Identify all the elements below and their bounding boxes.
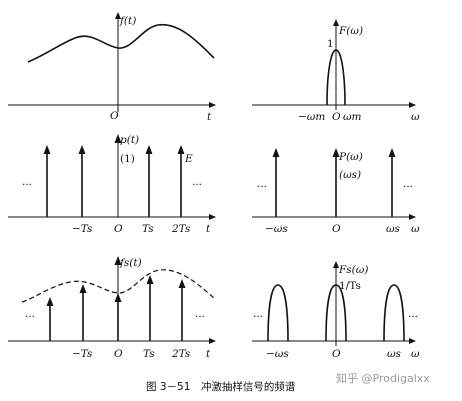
F-w-x-arrow: [409, 102, 416, 108]
watermark: 知乎 @Prodigalxx: [336, 371, 430, 385]
P-w-left-ellipsis: ···: [257, 181, 267, 193]
Fs-w-tick-neg-ws: −ωs: [266, 348, 289, 360]
f-t-signal-curve: [27, 23, 215, 63]
P-w-impulse-arrow: [332, 148, 340, 157]
p-t-x-arrow: [209, 214, 216, 220]
P-w-ylabel: P(ω): [338, 151, 363, 163]
fs-t-xlabel: t: [206, 348, 211, 360]
P-w-tick-ws: ωs: [386, 223, 401, 235]
p-t-ylabel: p(t): [120, 134, 139, 146]
Fs-w-lobe-center: [325, 284, 347, 342]
P-w-x-arrow: [409, 214, 416, 220]
fs-t-tick-2Ts: 2Ts: [171, 348, 191, 360]
fs-t-envelope-dashed: [21, 269, 215, 303]
F-w-tick-wm: ωm: [343, 111, 362, 123]
panel-f-t: f(t) O t: [8, 12, 216, 123]
P-w-impulse-arrow: [388, 148, 396, 157]
fs-t-x-arrow: [209, 338, 216, 344]
p-t-impulse-arrow: [78, 145, 86, 154]
p-t-impulse-arrow: [177, 145, 185, 154]
Fs-w-peak-label: 1/Ts: [339, 280, 361, 292]
F-w-xlabel: ω: [411, 111, 420, 123]
P-w-tick-neg-ws: −ωs: [265, 223, 288, 235]
F-w-y-arrow: [333, 19, 339, 26]
p-t-xlabel: t: [206, 223, 211, 235]
fs-t-impulse-arrow: [114, 293, 122, 302]
F-w-spectrum-lobe: [326, 49, 346, 106]
figure-caption: 图 3－51 冲激抽样信号的频谱: [146, 380, 296, 393]
p-t-amplitude: E: [184, 153, 193, 165]
Fs-w-left-ellipsis: ···: [253, 311, 263, 323]
p-t-tick-Ts: Ts: [142, 223, 154, 235]
Fs-w-ylabel: Fs(ω): [338, 264, 368, 276]
P-w-strength: (ωs): [339, 169, 361, 181]
panel-Fs-w: Fs(ω) 1/Ts ··· ··· −ωs O ωs ω: [252, 261, 420, 360]
panel-F-w: F(ω) 1 −ωm O ωm ω: [252, 19, 420, 123]
panel-p-t: p(t) (1) E ··· ··· −Ts O Ts 2Ts t: [8, 134, 216, 235]
Fs-w-lobe-right: [383, 284, 405, 342]
Fs-w-x-arrow: [409, 338, 416, 344]
Fs-w-tick-ws: ωs: [387, 348, 402, 360]
P-w-right-ellipsis: ···: [403, 181, 413, 193]
F-w-tick-neg-wm: −ωm: [298, 111, 325, 123]
f-t-y-arrow: [115, 12, 121, 19]
fs-t-impulse-arrow: [46, 297, 54, 306]
fs-t-impulse-arrow: [178, 279, 186, 288]
P-w-tick-origin: O: [332, 223, 341, 235]
fs-t-impulse-arrow: [146, 275, 154, 284]
Fs-w-right-ellipsis: ···: [408, 311, 418, 323]
fs-t-tick-neg-Ts: −Ts: [72, 348, 93, 360]
Fs-w-y-arrow: [333, 261, 339, 268]
panel-P-w: P(ω) (ωs) ··· ··· −ωs O ωs ω: [252, 148, 420, 235]
p-t-tick-neg-Ts: −Ts: [72, 223, 93, 235]
fs-t-tick-origin: O: [114, 348, 123, 360]
fs-t-y-arrow: [114, 256, 122, 265]
p-t-impulse-arrow: [43, 145, 51, 154]
fs-t-ylabel: fs(t): [119, 257, 142, 269]
f-t-origin: O: [110, 110, 119, 122]
p-t-right-ellipsis: ···: [192, 179, 202, 191]
Fs-w-tick-origin: O: [332, 348, 341, 360]
fs-t-tick-Ts: Ts: [143, 348, 155, 360]
fs-t-left-ellipsis: ···: [25, 311, 35, 323]
f-t-ylabel: f(t): [119, 15, 136, 27]
p-t-tick-2Ts: 2Ts: [171, 223, 191, 235]
Fs-w-xlabel: ω: [411, 348, 420, 360]
fs-t-right-ellipsis: ···: [195, 311, 205, 323]
f-t-xlabel: t: [207, 111, 212, 123]
panel-fs-t: fs(t) ··· ··· −Ts O Ts 2Ts t: [8, 256, 216, 360]
P-w-impulse-arrow: [272, 148, 280, 157]
Fs-w-lobe-left: [267, 284, 289, 342]
p-t-strength: (1): [120, 153, 135, 165]
fs-t-impulse-arrow: [79, 284, 87, 293]
F-w-peak-label: 1: [327, 38, 334, 50]
p-t-y-arrow: [114, 134, 122, 143]
P-w-xlabel: ω: [411, 223, 420, 235]
f-t-x-arrow: [209, 102, 216, 108]
p-t-tick-origin: O: [114, 223, 123, 235]
p-t-left-ellipsis: ···: [22, 179, 32, 191]
F-w-tick-origin: O: [332, 111, 341, 123]
p-t-impulse-arrow: [145, 145, 153, 154]
F-w-ylabel: F(ω): [338, 25, 363, 37]
